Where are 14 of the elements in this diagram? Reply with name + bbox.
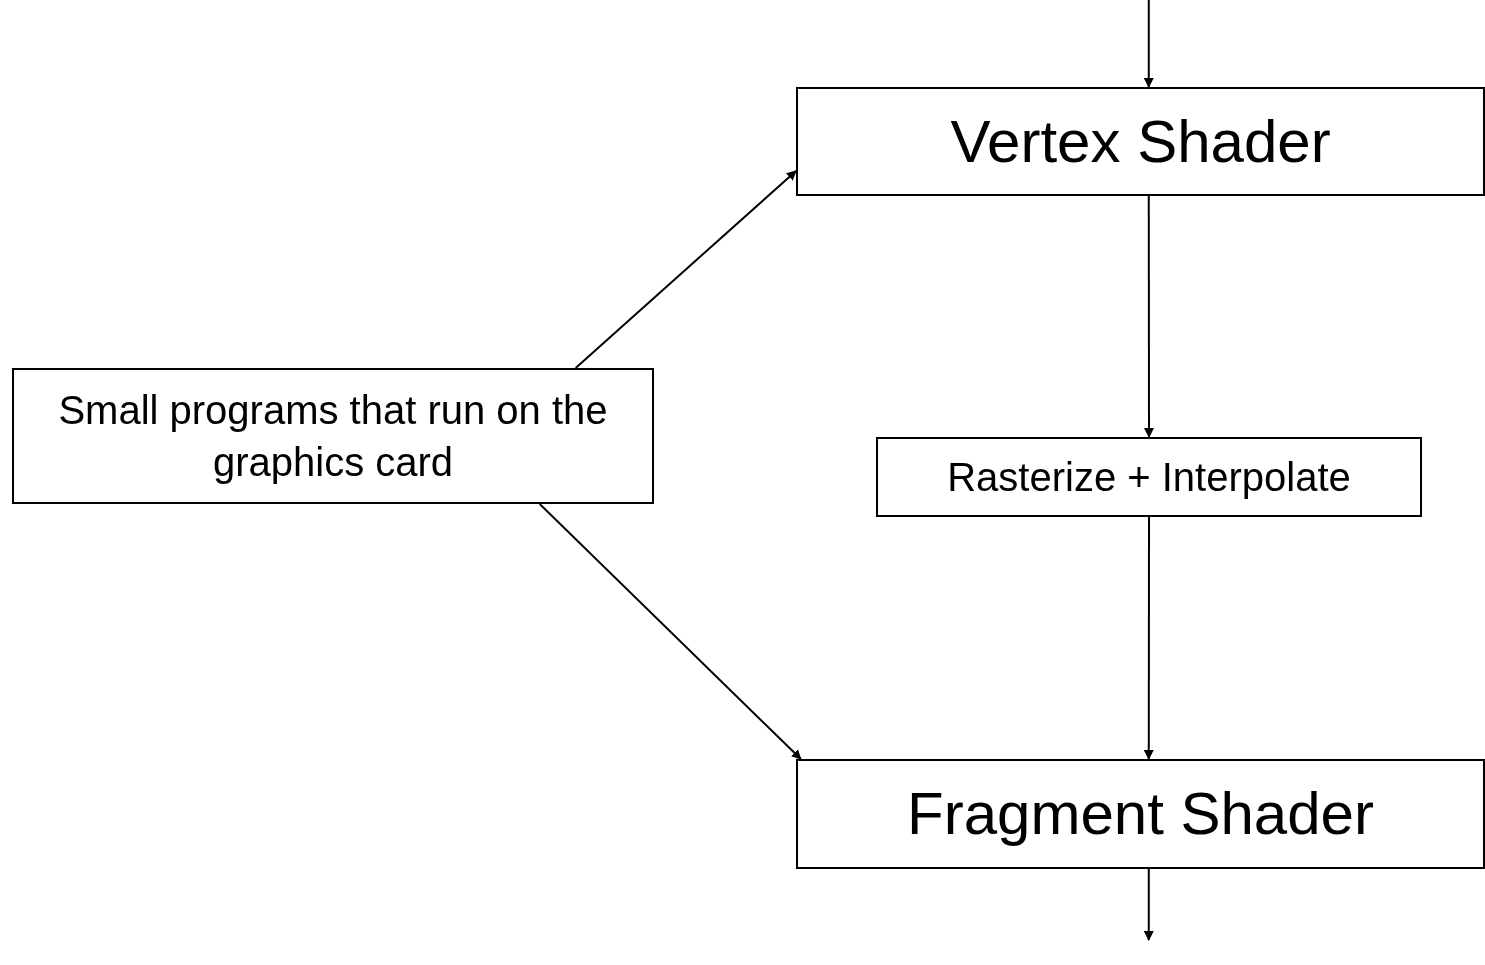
box-label: Vertex Shader	[950, 106, 1331, 177]
arrow	[574, 169, 797, 369]
arrow	[1144, 195, 1154, 438]
process-box	[796, 87, 1485, 196]
box-label: Small programs that run on the graphics card	[57, 387, 609, 486]
arrow	[538, 503, 802, 760]
box-label: Rasterize + Interpolate	[947, 454, 1351, 501]
process-box	[796, 759, 1485, 869]
arrow	[1143, 516, 1154, 760]
box-label: Fragment Shader	[907, 779, 1374, 849]
process-box	[12, 368, 654, 504]
arrow	[1143, 868, 1154, 941]
arrow	[1143, 0, 1154, 88]
process-box	[876, 437, 1422, 517]
